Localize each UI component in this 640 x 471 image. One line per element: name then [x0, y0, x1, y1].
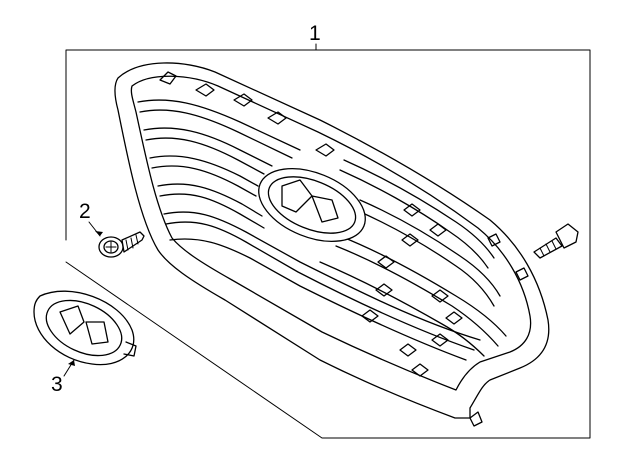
emblem-part-3[interactable]	[33, 289, 137, 366]
emblem-inner-oval	[45, 299, 123, 357]
radiator-grille[interactable]	[114, 62, 550, 427]
callout-3[interactable]: 3	[51, 359, 75, 396]
callout-1[interactable]: 1	[309, 22, 321, 51]
callout-2[interactable]: 2	[79, 200, 103, 237]
screw-shank	[121, 231, 145, 253]
emblem-clip	[123, 341, 137, 357]
emblem-opening	[258, 168, 366, 242]
screw-right-thread	[539, 240, 557, 257]
screw-head-inner	[103, 240, 119, 254]
callout-1-label: 1	[309, 22, 321, 45]
callout-3-label: 3	[51, 373, 63, 396]
screw-right-head	[555, 223, 579, 249]
grille-outer-frame	[114, 62, 550, 419]
callout-3-arrowhead	[68, 360, 75, 366]
assembly-outline	[65, 49, 591, 439]
grille-inner-frame	[130, 75, 532, 391]
grille-clips	[159, 71, 529, 427]
emblem-logo-right	[85, 321, 109, 345]
screw-right[interactable]	[533, 223, 579, 259]
screw-drive-icon	[105, 241, 117, 253]
screw-thread	[125, 234, 139, 251]
screw-part-2[interactable]	[98, 231, 145, 258]
callout-2-label: 2	[79, 200, 91, 223]
callout-2-arrowhead	[95, 231, 103, 236]
emblem-outer	[33, 290, 135, 366]
grille-slats	[137, 99, 507, 361]
emblem-logo-left	[59, 305, 85, 335]
